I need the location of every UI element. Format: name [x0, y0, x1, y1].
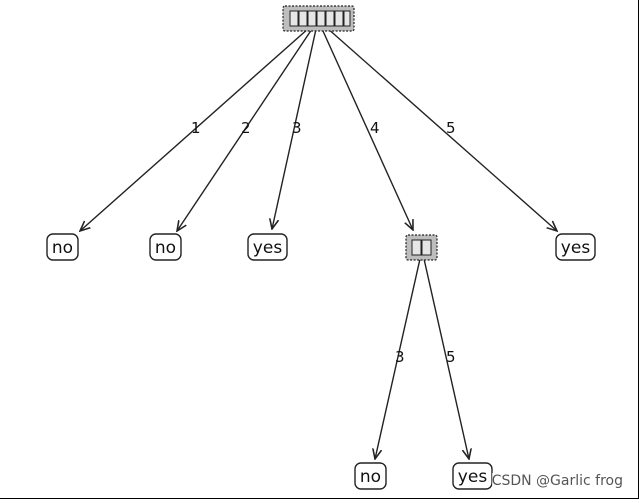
root-node-label-glyphs: [289, 10, 351, 27]
edge-label-3: 3: [292, 119, 302, 137]
leaf-box: [354, 462, 387, 490]
root-decision-node: [282, 5, 355, 32]
edge-root-to-leaf-1: [80, 19, 319, 231]
leaf-box: [46, 233, 79, 261]
leaf-node-2: no: [149, 233, 182, 261]
leaf-node-inner-3: no: [354, 462, 387, 490]
inner-decision-node: [405, 234, 438, 261]
watermark: CSDN @Garlic frog: [491, 473, 623, 489]
leaf-label: no: [52, 238, 73, 258]
leaf-node-3: yes: [247, 233, 288, 261]
edge-inner-to-leaf-3: [375, 249, 423, 459]
leaf-box: [247, 233, 288, 261]
edge-labels: 1 2 3 4 5 3 5: [191, 119, 456, 366]
leaf-node-1: no: [46, 233, 79, 261]
leaf-label: yes: [561, 238, 591, 258]
root-edges: [80, 19, 557, 231]
leaf-label: yes: [253, 238, 283, 258]
edge-root-to-leaf-3: [272, 19, 319, 229]
edge-label-2: 2: [241, 119, 251, 137]
leaf-label: no: [360, 467, 381, 487]
edge-inner-to-leaf-5: [421, 249, 469, 459]
leaf-label: no: [155, 238, 176, 258]
edge-root-to-inner-node: [317, 19, 413, 230]
edge-root-to-leaf-5: [317, 19, 557, 231]
leaf-box: [555, 233, 596, 261]
leaf-node-inner-5: yes: [452, 462, 493, 490]
leaf-node-5: yes: [555, 233, 596, 261]
edge-label-5: 5: [446, 119, 456, 137]
edge-root-to-leaf-2: [177, 19, 319, 231]
edge-label-inner-5: 5: [446, 348, 456, 366]
edge-label-4: 4: [370, 119, 380, 137]
inner-edges: [375, 249, 469, 459]
leaf-label: yes: [458, 467, 488, 487]
edge-label-inner-3: 3: [395, 348, 405, 366]
leaf-box: [149, 233, 182, 261]
inner-node-label-glyphs: [411, 239, 432, 256]
edge-label-1: 1: [191, 119, 201, 137]
